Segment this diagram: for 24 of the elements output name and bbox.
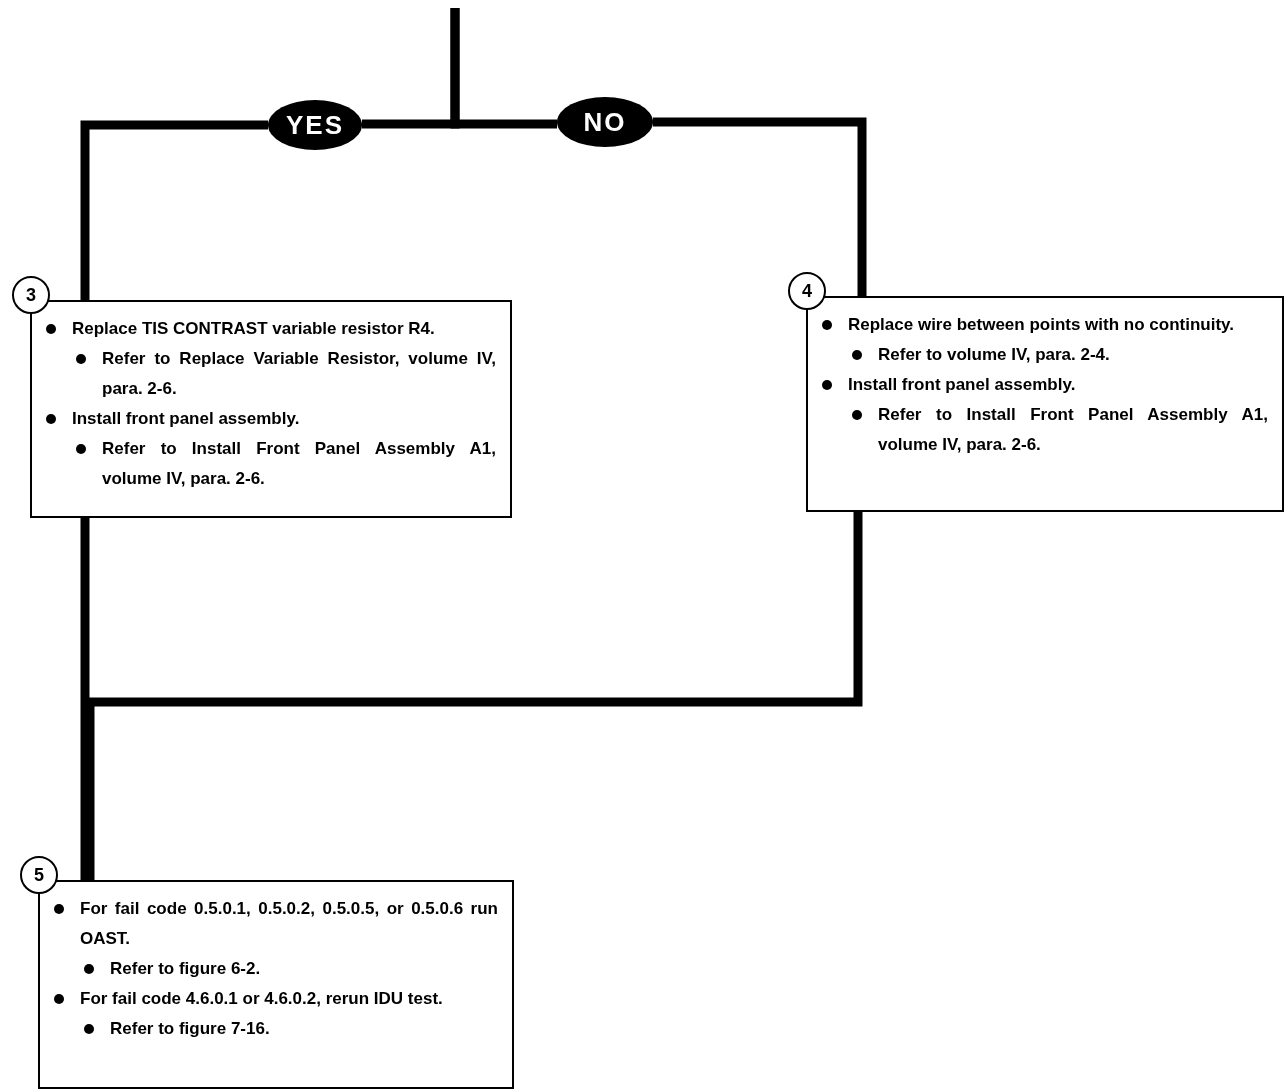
instruction-text: Refer to figure 6-2. xyxy=(110,958,262,980)
decision-label: YES xyxy=(286,109,344,141)
flow-line xyxy=(450,8,557,129)
instruction-text: Refer to Install Front Panel Assembly A1, volume IV, para. 2-6. xyxy=(102,438,496,490)
instruction-text: Refer to figure 7-16. xyxy=(110,1018,271,1040)
decision-label: NO xyxy=(583,106,627,138)
flow-line xyxy=(80,518,90,880)
instruction-text: Install front panel assembly. xyxy=(848,374,1077,396)
action-box xyxy=(38,880,514,1089)
action-box xyxy=(30,300,512,518)
action-box xyxy=(806,296,1284,512)
instruction-text: Refer to Replace Variable Resistor, volume IV, para. 2-6. xyxy=(102,348,496,400)
step-number: 4 xyxy=(788,272,826,310)
instruction-text: For fail code 4.6.0.1 or 4.6.0.2, rerun IDU test. xyxy=(80,988,444,1010)
step-number: 3 xyxy=(12,276,50,314)
instruction-text: Refer to volume IV, para. 2-4. xyxy=(878,344,1111,366)
instruction-text: Refer to Install Front Panel Assembly A1, volume IV, para. 2-6. xyxy=(878,404,1268,456)
step-number: 5 xyxy=(20,856,58,894)
flow-line xyxy=(653,117,867,296)
instruction-text: Install front panel assembly. xyxy=(72,408,301,430)
instruction-text: Replace TIS CONTRAST variable resistor R4. xyxy=(72,318,436,340)
instruction-text: For fail code 0.5.0.1, 0.5.0.2, 0.5.0.5, or 0.5.0.6 run OAST. xyxy=(80,898,498,950)
flow-line xyxy=(80,120,268,300)
instruction-text: Replace wire between points with no continuity. xyxy=(848,314,1235,336)
